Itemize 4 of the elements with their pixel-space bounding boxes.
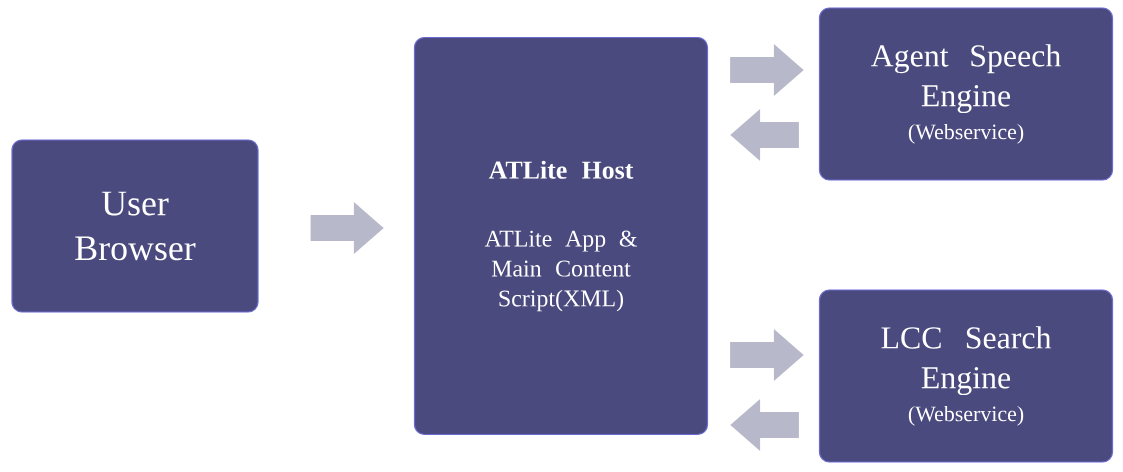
process-box: User Browser: [11, 139, 259, 313]
process-box: Agent Speech Engine (Webservice): [818, 7, 1114, 181]
process-box: LCC Search Engine (Webservice): [818, 289, 1114, 463]
process-box: ATLite Host ATLite App & Main Content Script(XML): [413, 36, 709, 436]
